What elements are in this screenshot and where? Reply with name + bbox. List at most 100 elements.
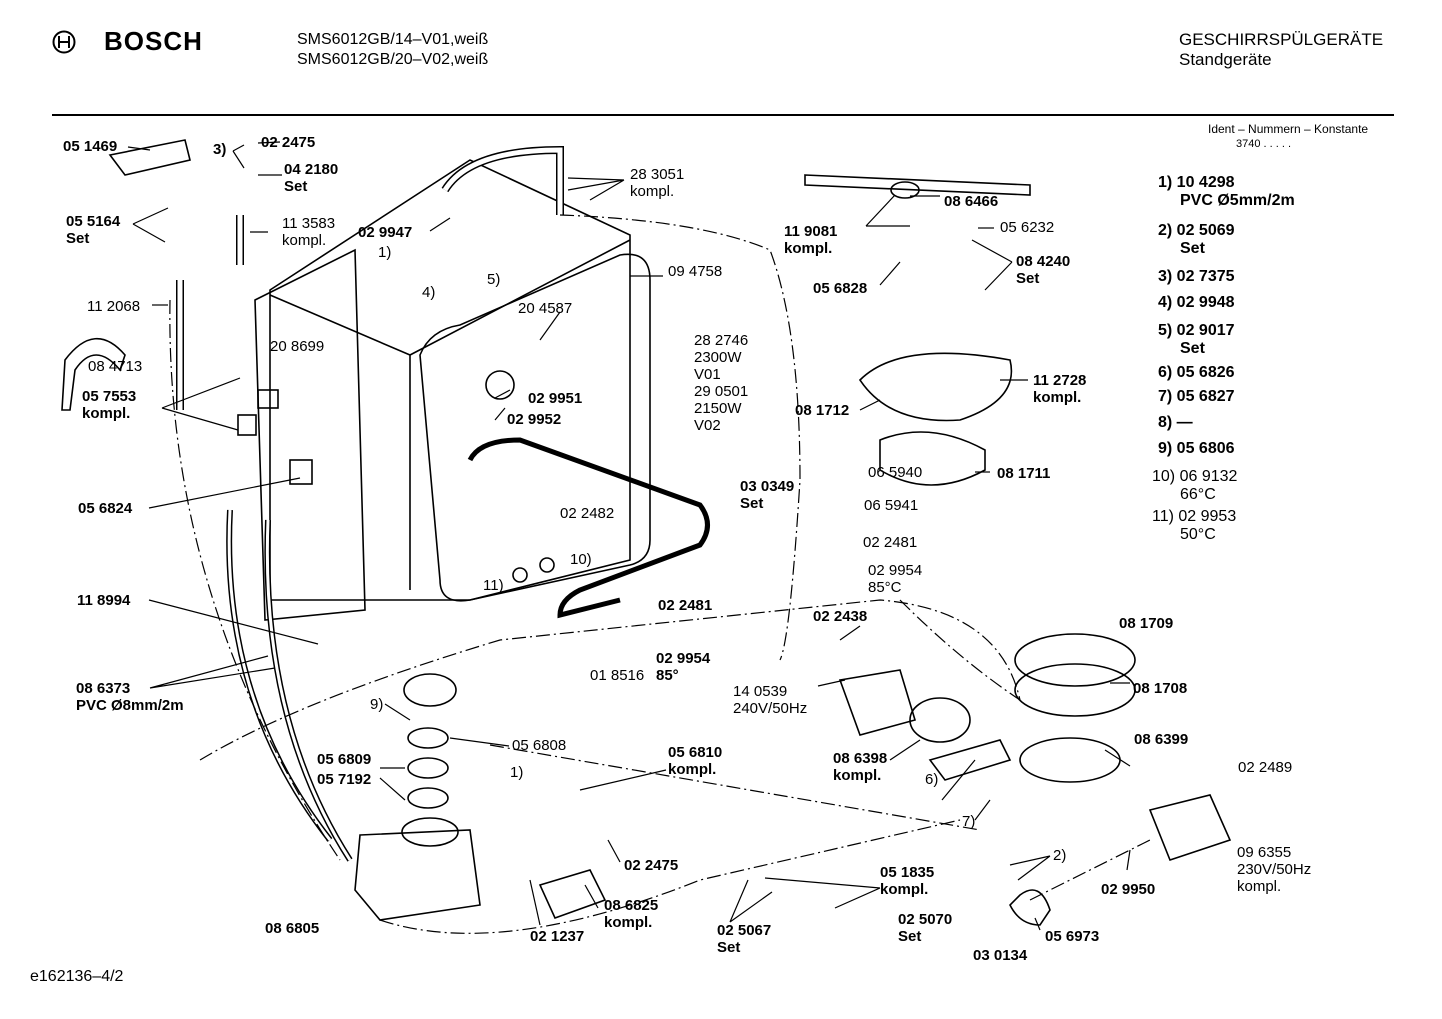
sump-housing bbox=[354, 829, 481, 921]
part-callout: 02 2475 bbox=[261, 134, 315, 151]
leader-line bbox=[607, 839, 621, 863]
part-callout: 06 5940 bbox=[868, 464, 922, 481]
part-callout: 06 5941 bbox=[864, 497, 918, 514]
brand-name: BOSCH bbox=[104, 26, 203, 56]
part-callout: 7) bbox=[962, 813, 975, 830]
level-switch bbox=[237, 414, 257, 436]
callout-line: 09 4758 bbox=[668, 263, 723, 280]
part-callout: 02 2482 bbox=[560, 505, 614, 522]
callout-line: 05 6809 bbox=[317, 751, 372, 768]
circulation-motor bbox=[838, 669, 917, 736]
leader-line bbox=[494, 389, 511, 421]
legend-line: 50°C bbox=[1180, 526, 1216, 543]
legend-line: 1) 10 4298 bbox=[1158, 174, 1235, 191]
door-seal bbox=[419, 253, 651, 602]
callout-line: 06 5941 bbox=[864, 497, 919, 514]
part-callout: 05 7192 bbox=[317, 771, 371, 788]
part-callout: 02 9950 bbox=[1101, 881, 1155, 898]
part-callout: 5) bbox=[487, 271, 500, 288]
leader-line bbox=[879, 261, 901, 286]
legend-entry: 4) 02 9948 bbox=[1158, 294, 1235, 312]
part-callout: 02 9951 bbox=[528, 390, 582, 407]
tub-inner bbox=[269, 239, 631, 590]
leader-line bbox=[257, 141, 281, 144]
callout-line: kompl. bbox=[668, 761, 717, 778]
part-callout: 6) bbox=[925, 771, 938, 788]
callout-line: 05 6810 bbox=[668, 744, 723, 761]
callout-line: 85° bbox=[656, 667, 679, 684]
callout-line: PVC Ø8mm/2m bbox=[76, 697, 184, 714]
callout-line: Set bbox=[1016, 270, 1040, 287]
leader-line bbox=[148, 477, 301, 509]
flow-line-6 bbox=[169, 299, 341, 861]
part-callout: 2) bbox=[1053, 847, 1066, 864]
seal-ring-1 bbox=[407, 727, 449, 749]
callout-line: 08 6466 bbox=[944, 193, 999, 210]
drain-pump bbox=[538, 869, 607, 920]
leader-line bbox=[127, 146, 151, 151]
callout-line: 03 0349 bbox=[740, 478, 795, 495]
callout-line: 05 6828 bbox=[813, 280, 868, 297]
callout-line: 02 2438 bbox=[813, 608, 868, 625]
callout-line: 05 6824 bbox=[78, 500, 133, 517]
callout-line: kompl. bbox=[1237, 878, 1282, 895]
legend-line: Set bbox=[1180, 240, 1205, 257]
pump-base bbox=[1019, 737, 1121, 783]
inlet-valve bbox=[1148, 794, 1232, 861]
part-callout: 08 6399 bbox=[1134, 731, 1188, 748]
legend-line: 8) — bbox=[1158, 414, 1193, 431]
leader-line bbox=[148, 599, 319, 645]
category-line: Standgeräte bbox=[1179, 50, 1272, 69]
leader-line bbox=[859, 399, 881, 411]
callout-line: 03 0134 bbox=[973, 947, 1028, 964]
heater-relay bbox=[257, 389, 279, 409]
part-callout: 9) bbox=[370, 696, 383, 713]
callout-line: kompl. bbox=[604, 914, 653, 931]
legend-entry: 8) — bbox=[1158, 414, 1193, 432]
callout-line: 05 5164 bbox=[66, 213, 121, 230]
part-callout: 11) bbox=[483, 577, 504, 594]
callout-line: 02 9954 bbox=[868, 562, 923, 579]
callout-line: 5) bbox=[487, 271, 501, 288]
leader-line bbox=[889, 739, 921, 761]
legend-line: Set bbox=[1180, 340, 1205, 357]
ident-title: Ident – Nummern – Konstante bbox=[1208, 122, 1369, 136]
outlet-elbow bbox=[1009, 889, 1051, 926]
callout-line: 06 5940 bbox=[868, 464, 923, 481]
callout-line: 08 6399 bbox=[1134, 731, 1189, 748]
leader-line bbox=[817, 679, 846, 687]
legend-entry: 7) 05 6827 bbox=[1158, 388, 1235, 406]
leader-line bbox=[839, 625, 861, 641]
leader-line bbox=[1104, 749, 1131, 767]
callout-line: 02 5067 bbox=[717, 922, 772, 939]
callout-line: 02 1237 bbox=[530, 928, 585, 945]
part-callout: 02 2438 bbox=[813, 608, 867, 625]
callout-line: kompl. bbox=[784, 240, 833, 257]
callout-line: 05 6808 bbox=[512, 737, 567, 754]
part-callout: 02 1237 bbox=[530, 928, 584, 945]
callout-line: 2300W bbox=[694, 349, 742, 366]
leader-line bbox=[539, 311, 561, 341]
callout-line: 08 6398 bbox=[833, 750, 888, 767]
flow-line-1 bbox=[559, 214, 801, 661]
callout-line: 2) bbox=[1053, 847, 1067, 864]
callout-line: kompl. bbox=[282, 232, 327, 249]
callout-line: 08 1711 bbox=[997, 465, 1051, 482]
legend-line: 9) 05 6806 bbox=[1158, 440, 1235, 457]
flow-line-2 bbox=[379, 819, 961, 934]
leader-line bbox=[865, 194, 910, 227]
leader-line bbox=[974, 799, 991, 821]
part-callout: 02 2489 bbox=[1238, 759, 1292, 776]
legend-line: 10) 06 9132 bbox=[1152, 468, 1238, 485]
leader-line bbox=[941, 759, 976, 801]
leader-line bbox=[161, 377, 241, 431]
